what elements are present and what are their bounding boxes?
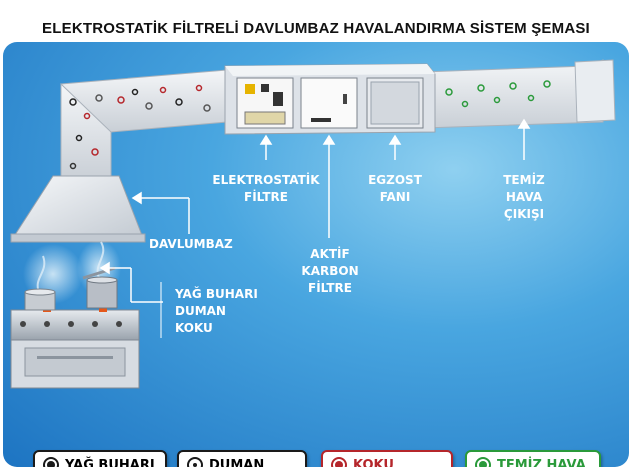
hood-icon xyxy=(10,175,146,243)
label-clean-air-outlet: TEMİZ HAVA ÇIKIŞI xyxy=(503,173,545,221)
legend-label: YAĞ BUHARI xyxy=(65,457,155,468)
electrostatic-filter-icon xyxy=(236,77,294,129)
page-title: ELEKTROSTATİK FİLTRELİ DAVLUMBAZ HAVALAN… xyxy=(42,20,590,37)
arrows xyxy=(99,118,531,338)
filled-circle-icon xyxy=(43,457,59,467)
particles xyxy=(69,80,551,170)
exhaust-fan-icon xyxy=(366,77,424,129)
label-activated-carbon-filter: AKTİF KARBON FİLTRE xyxy=(301,247,359,295)
stove-icon xyxy=(10,306,140,389)
red-circle-icon xyxy=(331,457,347,467)
legend-item-oil-vapor: YAĞ BUHARI xyxy=(33,450,167,467)
label-hood: DAVLUMBAZ xyxy=(149,237,233,251)
green-circle-icon xyxy=(475,457,491,467)
carbon-filter-icon xyxy=(300,77,358,129)
legend-dot-fill xyxy=(479,461,487,467)
legend-item-smoke: DUMAN xyxy=(177,450,307,467)
hollow-circle-icon xyxy=(187,457,203,467)
duct xyxy=(59,59,616,181)
pot-icon xyxy=(24,266,118,311)
legend-dot-fill xyxy=(193,463,197,467)
legend-item-odor: KOKU xyxy=(321,450,453,467)
label-electrostatic-filter: ELEKTROSTATİK FİLTRE xyxy=(212,173,320,204)
legend-dot-fill xyxy=(335,461,343,467)
system-diagram-art xyxy=(10,59,616,389)
filter-unit xyxy=(224,63,436,135)
label-exhaust-fan: EGZOST FANI xyxy=(368,173,422,204)
legend-label: KOKU xyxy=(353,457,394,468)
legend-label: DUMAN xyxy=(209,457,265,468)
legend-label: TEMİZ HAVA xyxy=(497,457,586,468)
legend-dot-fill xyxy=(47,461,55,467)
legend-item-clean-air: TEMİZ HAVA xyxy=(465,450,601,467)
label-emission-sources: YAĞ BUHARI DUMAN KOKU xyxy=(175,287,258,335)
diagram-panel: ELEKTROSTATİK FİLTRE EGZOST FANI TEMİZ H… xyxy=(3,42,629,467)
